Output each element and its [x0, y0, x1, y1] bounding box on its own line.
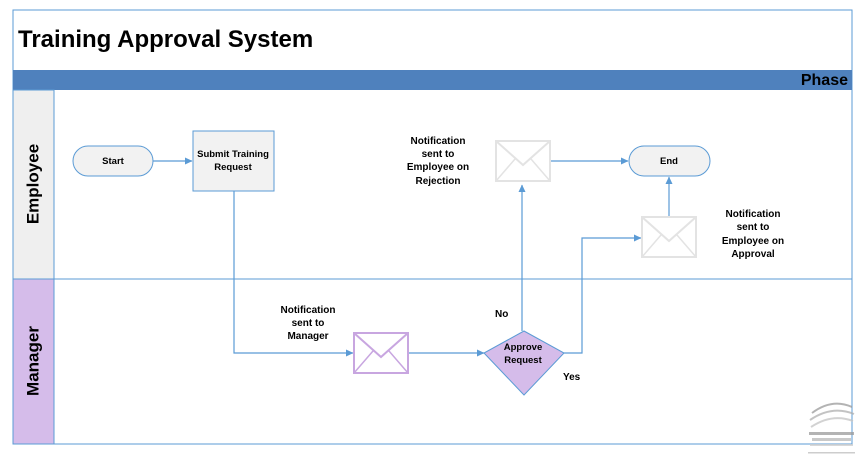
phase-header — [796, 70, 852, 90]
notification-rejection-label-line3: Employee on — [407, 162, 469, 173]
start-node[interactable] — [72, 145, 154, 177]
notification-approval-label-line1: Notification — [726, 209, 781, 220]
flow-submit-to-manager-notification — [233, 191, 354, 357]
envelope-icon — [353, 332, 409, 374]
end-node-label: End — [660, 156, 678, 167]
notification-approval-label-line2: sent to — [737, 222, 770, 233]
submit-node-label-line1: Submit Training — [197, 149, 269, 160]
notification-manager-label-line1: Notification — [281, 305, 336, 316]
lane-label-manager: Manager — [23, 326, 42, 396]
envelope-icon — [495, 140, 551, 182]
submit-node-label-line2: Request — [214, 162, 252, 173]
lane-header-manager — [12, 278, 55, 445]
phase-bar — [13, 70, 852, 90]
notification-rejection-label-line2: sent to — [422, 149, 455, 160]
notification-rejection-label-line4: Rejection — [415, 176, 460, 187]
submit-training-request-node[interactable] — [192, 130, 275, 192]
phase-label: Phase — [801, 72, 848, 89]
notification-approval-label-line3: Employee on — [722, 236, 784, 247]
branch-label-no: No — [495, 309, 508, 320]
approve-decision-label-line2: Request — [504, 355, 542, 366]
start-node-label: Start — [102, 156, 124, 167]
approve-request-decision[interactable] — [483, 330, 565, 396]
notification-manager-label-line2: sent to — [292, 318, 325, 329]
flow-approve-yes — [564, 234, 642, 354]
sharepoint-journey-logo — [808, 402, 855, 454]
notification-approval-label-line4: Approval — [731, 249, 775, 260]
envelope-icon — [641, 216, 697, 258]
notification-rejection-label-line1: Notification — [411, 136, 466, 147]
approve-decision-label-line1: Approve — [504, 342, 543, 353]
lane-label-employee: Employee — [23, 144, 42, 224]
end-node[interactable] — [628, 145, 711, 177]
branch-label-yes: Yes — [563, 372, 581, 383]
notification-manager-label-line3: Manager — [287, 331, 328, 342]
page-title: Training Approval System — [18, 26, 313, 53]
